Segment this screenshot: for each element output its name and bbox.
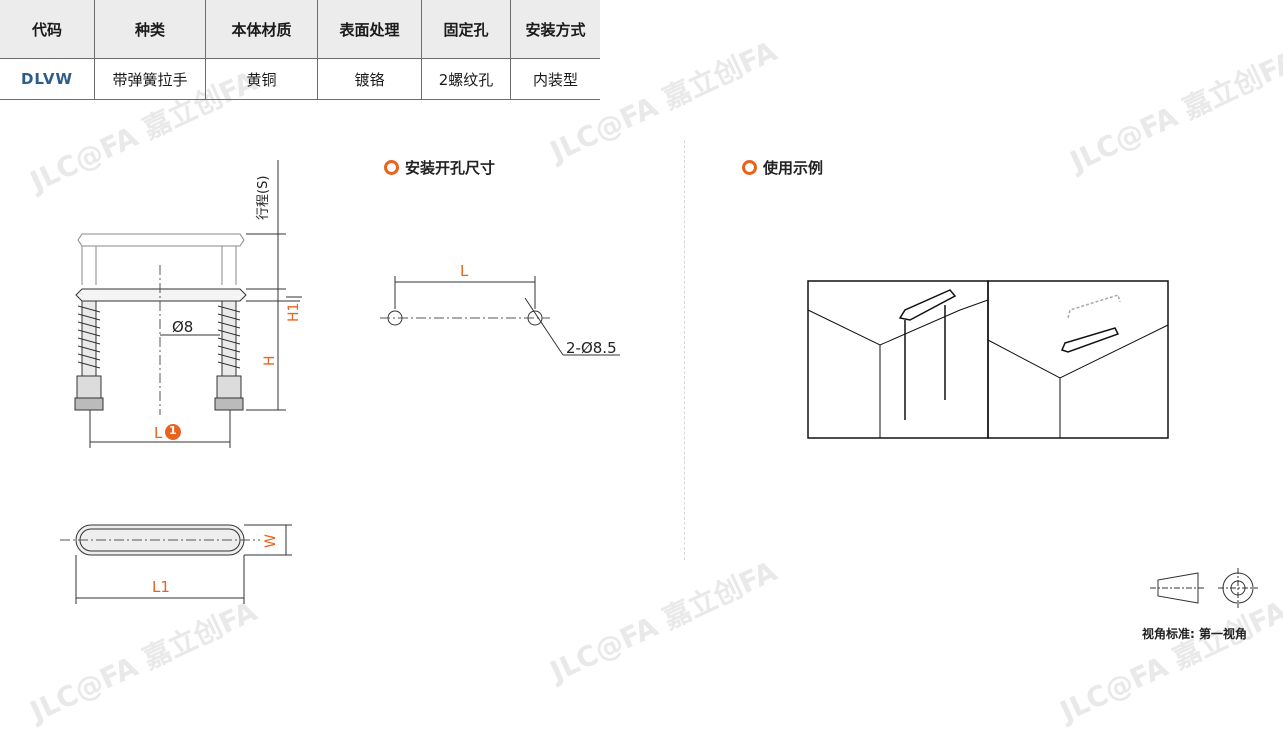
view-standard-label: 视角标准: 第一视角	[1142, 627, 1247, 641]
spec-data-row: DLVW 带弹簧拉手 黄铜 镀铬 2螺纹孔 内装型	[0, 58, 600, 100]
circle-bullet-icon	[742, 160, 757, 175]
h-label: H	[262, 355, 278, 366]
l-marker-label: 1	[169, 424, 177, 437]
usage-example-title: 使用示例	[742, 157, 823, 178]
l1-label: L1	[152, 578, 170, 596]
handle-extended-outline	[77, 233, 245, 285]
handle-top-view	[60, 524, 292, 604]
stroke-label: 行程(S)	[256, 175, 271, 220]
right-spring	[214, 300, 244, 411]
cell-mount: 内装型	[510, 58, 600, 100]
usage-illustration	[807, 280, 1169, 439]
cell-code: DLVW	[0, 58, 95, 100]
header-material: 本体材质	[205, 0, 318, 59]
hole-l-label: L	[460, 262, 469, 280]
install-hole-title: 安装开孔尺寸	[384, 157, 495, 178]
header-hole: 固定孔	[421, 0, 511, 59]
hole-pattern	[380, 276, 620, 356]
header-mount: 安装方式	[510, 0, 600, 59]
diameter-8-label: Ø8	[172, 318, 194, 336]
header-code: 代码	[0, 0, 95, 59]
handle-bar	[75, 288, 247, 302]
l-label: L	[154, 424, 163, 442]
dimension-lines	[89, 160, 302, 448]
spec-header-row: 代码 种类 本体材质 表面处理 固定孔 安装方式	[0, 0, 600, 59]
w-label: W	[263, 534, 279, 548]
header-surface: 表面处理	[317, 0, 422, 59]
first-angle-projection-icon	[1150, 568, 1258, 608]
left-spring	[74, 300, 104, 411]
cell-hole: 2螺纹孔	[421, 58, 511, 100]
h1-label: H1	[286, 302, 302, 322]
header-type: 种类	[94, 0, 206, 59]
cell-type: 带弹簧拉手	[94, 58, 206, 100]
cell-surface: 镀铬	[317, 58, 422, 100]
cell-material: 黄铜	[205, 58, 318, 100]
callout-marker	[165, 424, 181, 440]
spec-table: 代码 种类 本体材质 表面处理 固定孔 安装方式 DLVW 带弹簧拉手 黄铜 镀…	[0, 0, 600, 100]
circle-bullet-icon	[384, 160, 399, 175]
section-divider	[684, 140, 685, 560]
hole-spec-label: 2-Ø8.5	[566, 339, 617, 357]
